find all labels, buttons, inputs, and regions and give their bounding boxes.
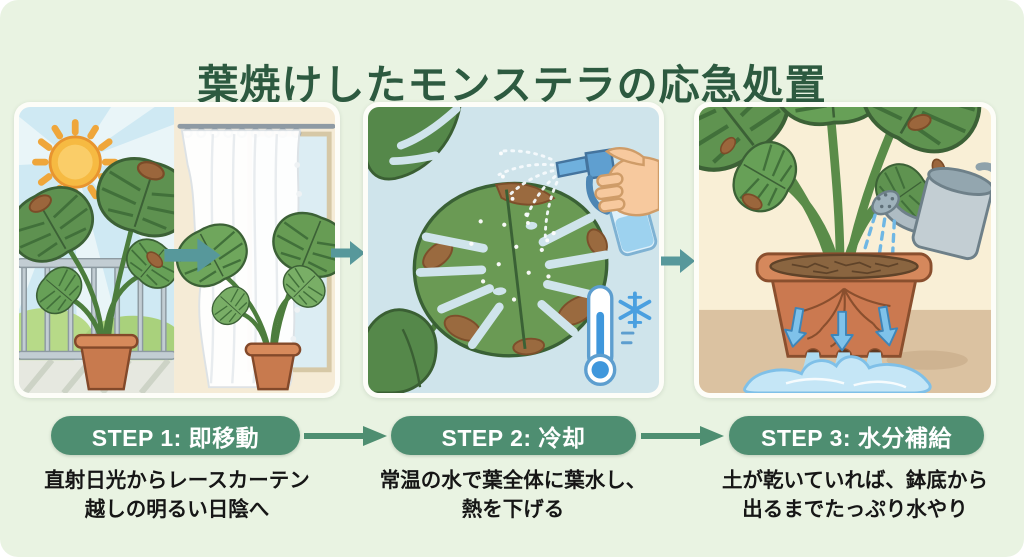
step2-pill: STEP 2: 冷却 xyxy=(391,416,636,455)
step3-description-line1: 土が乾いていれば、鉢底から xyxy=(722,469,988,492)
soil-cracks xyxy=(791,260,899,275)
flow-arrow-icon xyxy=(331,241,365,265)
terracotta-pot xyxy=(755,252,933,358)
water-droplets xyxy=(469,212,556,302)
healthy-monstera-plant xyxy=(166,202,335,391)
step-arrow-icon xyxy=(641,426,724,446)
plant-pot xyxy=(74,333,139,391)
step3-pill: STEP 3: 水分補給 xyxy=(729,416,984,455)
step1-description: 直射日光からレースカーテン 越しの明るい日陰へ xyxy=(10,466,344,524)
page-title: 葉焼けしたモンステラの応急処置 xyxy=(197,62,827,109)
step2-description-line2: 熱を下げる xyxy=(461,498,565,521)
step2-description: 常温の水で葉全体に葉水し、 熱を下げる xyxy=(348,466,678,524)
step-arrow-icon xyxy=(304,426,387,446)
spray-bottle-icon xyxy=(555,146,659,257)
watering-can-icon xyxy=(861,162,991,262)
scorch-patches xyxy=(422,182,608,356)
scorched-leaf-illustration xyxy=(412,181,611,358)
step3-description: 土が乾いていれば、鉢底から 出るまでたっぷり水やり xyxy=(688,466,1022,524)
step3-description-line2: 出るまでたっぷり水やり xyxy=(742,498,968,521)
plant-pot xyxy=(244,342,302,391)
step2-description-line1: 常温の水で葉全体に葉水し、 xyxy=(379,469,647,492)
thermometer-icon xyxy=(584,285,635,386)
panel-step2-cool xyxy=(363,102,664,398)
balcony-scene xyxy=(19,107,202,393)
panel-step1-move xyxy=(14,102,340,398)
drain-water xyxy=(743,352,932,393)
indoor-scene xyxy=(166,107,335,393)
scorched-monstera-plant xyxy=(19,146,202,391)
flow-arrow-icon xyxy=(661,249,695,273)
drainage-arrows xyxy=(784,305,899,352)
cool-marks xyxy=(620,331,635,345)
mist-spray xyxy=(497,149,559,243)
dry-soil xyxy=(769,253,919,280)
panel-step3-water xyxy=(694,102,996,398)
hand xyxy=(594,146,659,217)
step1-description-line1: 直射日光からレースカーテン xyxy=(44,469,310,492)
snowflake-icon xyxy=(618,291,652,329)
step1-pill: STEP 1: 即移動 xyxy=(51,416,300,455)
corner-leaf-top xyxy=(368,107,462,181)
step1-description-line2: 越しの明るい日陰へ xyxy=(84,498,270,521)
relocate-arrow-icon xyxy=(164,238,221,273)
